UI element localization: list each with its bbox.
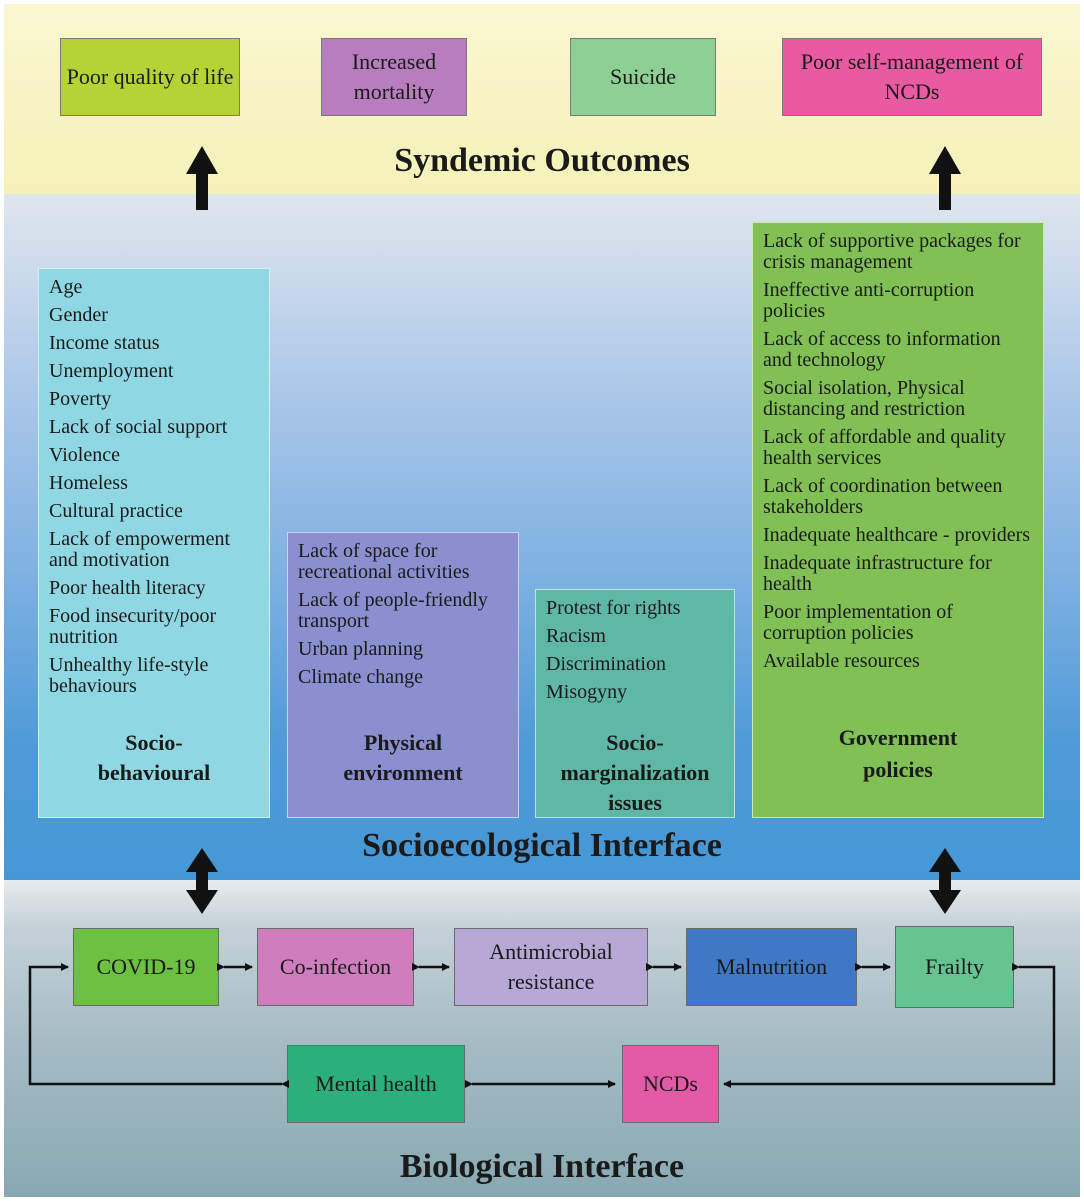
- double-arrow-left: [186, 848, 218, 914]
- node-antimicrobial-resistance: Antimicrobial resistance: [454, 928, 648, 1006]
- socioecological-interface-heading: Socioecological Interface: [362, 827, 722, 864]
- double-arrow-right: [929, 848, 961, 914]
- list-item: Climate change: [298, 666, 423, 688]
- node-label: Mental health: [315, 1071, 437, 1096]
- outcome-label: Poor self-management of NCDs: [800, 49, 1024, 104]
- node-label: NCDs: [642, 1071, 698, 1096]
- list-item: Available resources: [763, 650, 920, 672]
- link-loop-left: [28, 963, 289, 1088]
- government-policies-title: Government policies: [838, 725, 958, 782]
- list-item: Lack of space for recreational activitie…: [298, 540, 470, 583]
- list-item: Racism: [546, 625, 606, 647]
- list-item: Cultural practice: [49, 500, 183, 522]
- socio-marginalization-title: Socio-marginalization issues: [560, 730, 710, 815]
- up-arrow-right: [929, 146, 961, 210]
- outcome-label: Increased mortality: [351, 49, 437, 104]
- list-item: Lack of people-friendly transport: [298, 589, 488, 632]
- up-arrow-left: [186, 146, 218, 210]
- list-item: Inadequate infrastructure for health: [763, 552, 992, 595]
- socio-behavioural-title: Socio-behavioural: [97, 730, 211, 785]
- list-item: Food insecurity/poor nutrition: [49, 605, 217, 648]
- government-policies-box: Lack of supportive packages for crisis m…: [752, 222, 1044, 818]
- outcome-increased-mortality: Increased mortality: [321, 38, 467, 116]
- outcome-poor-self-management-of-ncds: Poor self-management of NCDs: [782, 38, 1042, 116]
- list-item: Social isolation, Physical distancing an…: [763, 377, 966, 420]
- list-item: Lack of social support: [49, 416, 228, 438]
- list-item: Ineffective anti-corruption policies: [763, 279, 975, 322]
- government-policies-list: Lack of supportive packages for crisis m…: [763, 231, 1033, 672]
- list-item: Inadequate healthcare - providers: [763, 524, 1031, 546]
- biological-interface-heading: Biological Interface: [399, 1148, 685, 1185]
- list-item: Gender: [49, 304, 108, 326]
- list-item: Lack of coordination between stakeholder…: [763, 475, 1003, 518]
- list-item: Poverty: [49, 388, 112, 410]
- list-item: Unhealthy life-style behaviours: [49, 654, 209, 697]
- node-label: Co-infection: [279, 954, 392, 979]
- outcome-label: Suicide: [610, 64, 676, 89]
- list-item: Unemployment: [49, 360, 174, 382]
- list-item: Poor health literacy: [49, 577, 206, 599]
- physical-environment-box: Lack of space for recreational activitie…: [287, 532, 519, 818]
- node-ncds: NCDs: [622, 1045, 719, 1123]
- list-item: Income status: [49, 332, 160, 354]
- physical-environment-title: Physical environment: [343, 730, 463, 785]
- outcome-suicide: Suicide: [570, 38, 716, 116]
- list-item: Discrimination: [546, 653, 666, 675]
- node-label: Antimicrobial resistance: [489, 939, 613, 994]
- link-loop-right: [723, 963, 1056, 1088]
- list-item: Urban planning: [298, 638, 423, 660]
- list-item: Protest for rights: [546, 597, 681, 619]
- list-item: Homeless: [49, 472, 128, 494]
- physical-environment-list: Lack of space for recreational activitie…: [298, 541, 508, 688]
- list-item: Misogyny: [546, 681, 628, 703]
- syndemic-outcomes-heading: Syndemic Outcomes: [394, 142, 690, 179]
- outcome-label: Poor quality of life: [66, 64, 234, 89]
- node-mental-health: Mental health: [287, 1045, 465, 1123]
- list-item: Lack of empowerment and motivation: [49, 528, 231, 571]
- list-item: Lack of access to information and techno…: [763, 328, 1001, 371]
- list-item: Poor implementation of corruption polici…: [763, 601, 953, 644]
- list-item: Violence: [49, 444, 120, 466]
- list-item: Lack of supportive packages for crisis m…: [763, 230, 1021, 273]
- outcome-poor-quality-of-life: Poor quality of life: [60, 38, 240, 116]
- list-item: Age: [49, 276, 83, 298]
- list-item: Lack of affordable and quality health se…: [763, 426, 1006, 469]
